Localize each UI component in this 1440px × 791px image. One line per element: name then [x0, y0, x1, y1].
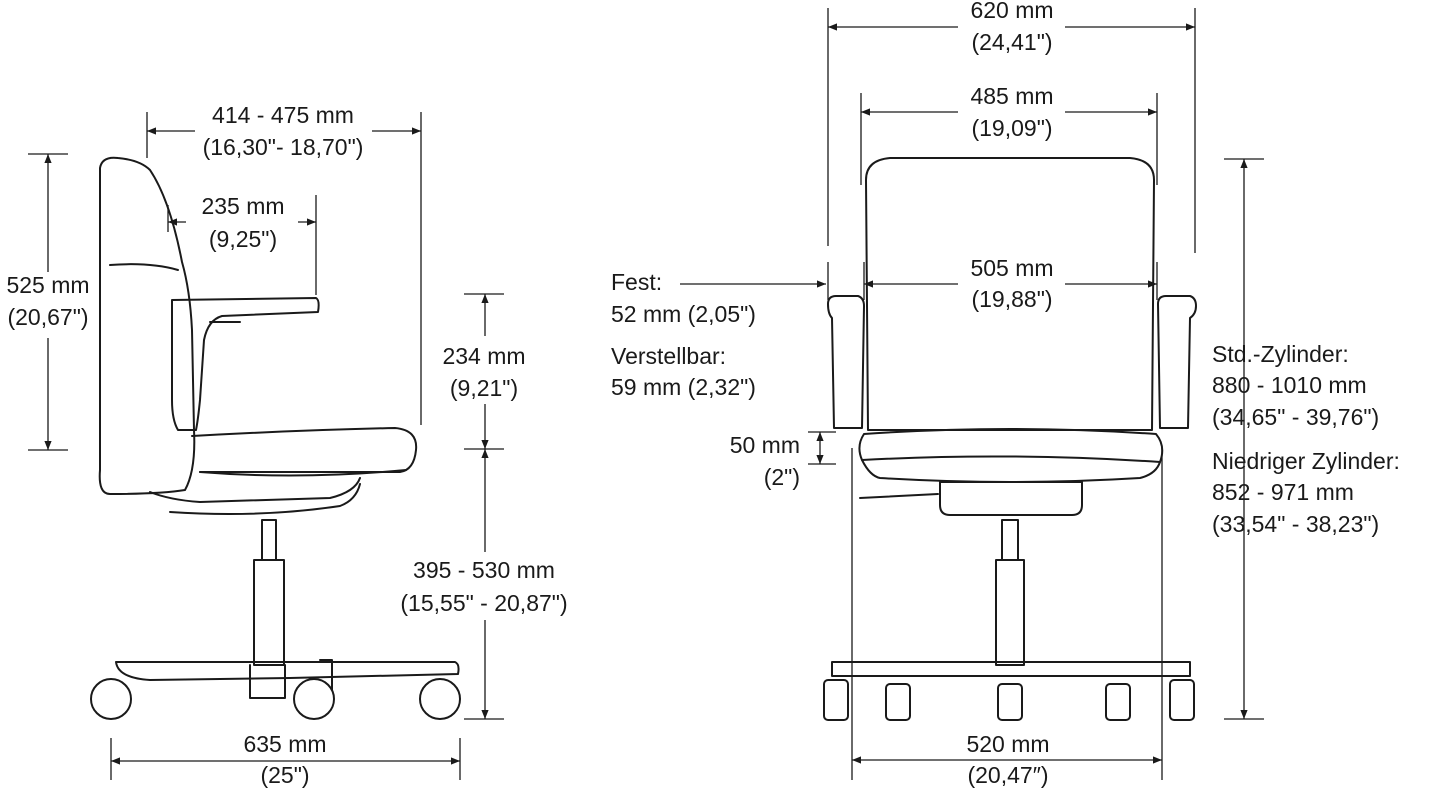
front-backrest-width-inch: (19,09")	[971, 115, 1053, 141]
front-view-chair	[823, 157, 1197, 721]
front-armrest-adjustable-value: 59 mm (2,32")	[611, 374, 756, 400]
side-armrest-length-mm: 235 mm	[201, 193, 285, 219]
side-armrest	[171, 297, 320, 431]
side-caster-right	[419, 678, 461, 720]
front-mechanism	[939, 481, 1083, 516]
front-armrest-right	[1157, 295, 1197, 429]
side-backrest	[98, 156, 196, 495]
front-armrest-fixed-value: 52 mm (2,05")	[611, 301, 756, 327]
front-height-low-mm: 852 - 971 mm	[1212, 479, 1354, 505]
front-overall-width-inch: (24,41")	[971, 29, 1053, 55]
side-backrest-seam	[109, 263, 179, 271]
front-armrest-fixed-label: Fest:	[611, 269, 663, 295]
side-base	[115, 661, 460, 681]
front-height-low-label: Niedriger Zylinder:	[1212, 448, 1400, 474]
front-overall-width-mm: 620 mm	[970, 0, 1054, 23]
front-armrest-left	[827, 295, 865, 429]
front-height-low-inch: (33,54" - 38,23")	[1212, 511, 1380, 537]
side-backrest-height-mm: 525 mm	[6, 272, 90, 298]
side-base-width-mm: 635 mm	[243, 731, 327, 757]
side-cylinder	[253, 559, 285, 666]
front-armrest-adjustable-label: Verstellbar:	[611, 343, 727, 369]
front-backrest-width-mm: 485 mm	[970, 83, 1054, 109]
front-seat-thickness-mm: 50 mm	[729, 432, 800, 458]
front-seat-thickness-inch: (2")	[763, 464, 800, 490]
side-base-width-inch: (25")	[260, 762, 310, 788]
front-cylinder	[995, 559, 1025, 666]
side-seat-height-inch: (15,55" - 20,87")	[400, 590, 568, 616]
side-view-chair	[90, 156, 461, 720]
front-backrest	[865, 157, 1155, 431]
front-height-std-label: Std.-Zylinder:	[1212, 341, 1349, 367]
front-cylinder-top	[1001, 519, 1019, 561]
front-seat-width-mm: 505 mm	[970, 255, 1054, 281]
front-base-width-mm: 520 mm	[966, 731, 1050, 757]
side-view-dimensions	[28, 112, 504, 780]
side-armrest-height-inch: (9,21")	[449, 375, 519, 401]
side-depth-inch: (16,30"- 18,70")	[202, 134, 364, 160]
front-seat-width-inch: (19,88")	[971, 286, 1053, 312]
front-seat	[858, 428, 1164, 463]
side-depth-mm: 414 - 475 mm	[212, 102, 354, 128]
side-backrest-height-inch: (20,67")	[7, 304, 89, 330]
side-caster-left	[90, 678, 132, 720]
side-seat-height-mm: 395 - 530 mm	[413, 557, 555, 583]
side-armrest-length-inch: (9,25")	[208, 226, 278, 252]
front-base-width-inch: (20,47″)	[967, 762, 1049, 788]
front-casters	[823, 679, 1195, 721]
side-seat	[191, 427, 418, 473]
front-base	[831, 661, 1191, 677]
side-armrest-height-mm: 234 mm	[442, 343, 526, 369]
side-caster-middle	[293, 678, 335, 720]
side-cylinder-top	[261, 519, 277, 561]
front-view-dimensions	[680, 8, 1264, 780]
front-height-std-inch: (34,65" - 39,76")	[1212, 404, 1380, 430]
side-seat-shell	[149, 477, 361, 503]
front-height-std-mm: 880 - 1010 mm	[1212, 372, 1367, 398]
